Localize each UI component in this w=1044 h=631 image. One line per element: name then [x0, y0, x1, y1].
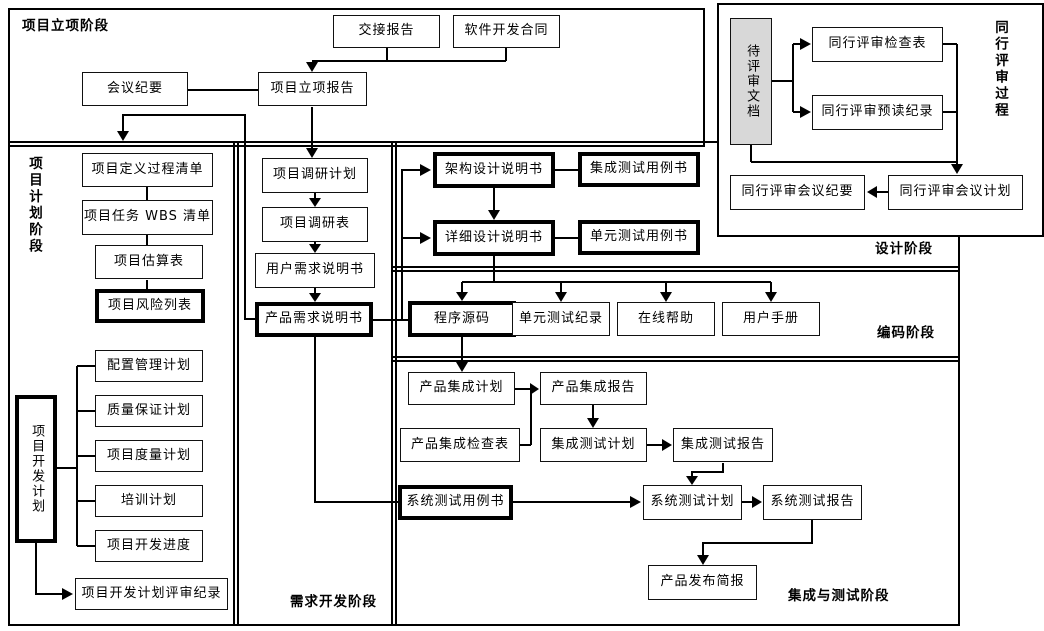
phase-label-peer-review: 同行评审过程: [992, 20, 1008, 119]
box-survey-plan: 项目调研计划: [262, 158, 368, 193]
box-peer-review-meeting-minutes: 同行评审会议纪要: [730, 175, 865, 210]
box-online-help: 在线帮助: [617, 302, 715, 336]
phase-label-initiation: 项目立项阶段: [22, 18, 109, 34]
box-release-brief: 产品发布简报: [648, 565, 757, 600]
box-integration-test-plan: 集成测试计划: [540, 428, 647, 462]
box-product-integration-plan: 产品集成计划: [408, 372, 515, 405]
box-detail-design-spec: 详细设计说明书: [433, 220, 555, 256]
box-risk-list: 项目风险列表: [95, 289, 205, 323]
box-meeting-minutes: 会议纪要: [82, 72, 188, 106]
box-system-test-plan: 系统测试计划: [643, 485, 742, 520]
box-peer-review-preread: 同行评审预读纪录: [812, 95, 943, 130]
box-survey-form: 项目调研表: [262, 207, 368, 242]
region-initiation-phase: [8, 8, 705, 147]
phase-label-integration: 集成与测试阶段: [788, 588, 890, 604]
box-dev-plan-review: 项目开发计划评审纪录: [75, 578, 228, 610]
initiation-connectors: [117, 48, 507, 320]
box-config-mgmt-plan: 配置管理计划: [95, 350, 203, 382]
box-training-plan: 培训计划: [95, 485, 203, 517]
box-doc-under-review: 待评审文档: [730, 18, 772, 145]
box-arch-design-spec: 架构设计说明书: [433, 152, 555, 188]
box-product-integration-checklist: 产品集成检查表: [400, 428, 520, 462]
box-unit-test-cases: 单元测试用例书: [578, 220, 700, 255]
box-product-integration-report: 产品集成报告: [540, 372, 647, 405]
box-peer-review-checklist: 同行评审检查表: [812, 27, 943, 62]
box-dev-schedule: 项目开发进度: [95, 530, 203, 562]
box-user-requirements: 用户需求说明书: [255, 253, 375, 288]
box-integration-test-cases: 集成测试用例书: [578, 152, 700, 187]
box-metrics-plan: 项目度量计划: [95, 440, 203, 472]
peer-review-connectors: [750, 38, 963, 198]
requirements-connectors: [309, 193, 408, 503]
box-source-code: 程序源码: [408, 301, 516, 337]
box-integration-test-report: 集成测试报告: [673, 428, 773, 462]
phase-label-requirements: 需求开发阶段: [290, 594, 377, 610]
region-planning-phase: [8, 141, 239, 626]
design-connectors: [401, 164, 777, 320]
phase-label-design: 设计阶段: [875, 241, 933, 257]
box-user-manual: 用户手册: [722, 302, 820, 336]
box-qa-plan: 质量保证计划: [95, 395, 203, 427]
box-dev-contract: 软件开发合同: [453, 15, 560, 48]
box-system-test-report: 系统测试报告: [763, 485, 862, 520]
region-coding-phase: [391, 266, 960, 362]
region-integration-phase: [391, 356, 960, 626]
box-handover-report: 交接报告: [333, 15, 440, 48]
box-system-test-cases: 系统测试用例书: [398, 485, 513, 520]
box-initiation-report: 项目立项报告: [258, 72, 367, 106]
box-unit-test-record: 单元测试纪录: [512, 302, 610, 336]
planning-connectors: [35, 187, 148, 600]
box-product-requirements: 产品需求说明书: [255, 302, 373, 337]
phase-label-coding: 编码阶段: [877, 325, 935, 341]
region-requirements-phase: [233, 141, 397, 626]
box-estimate-sheet: 项目估算表: [95, 245, 203, 279]
integration-connectors: [456, 337, 813, 565]
box-process-def-list: 项目定义过程清单: [82, 153, 213, 187]
phase-label-planning: 项目计划阶段: [26, 156, 42, 255]
box-dev-plan: 项目开发计划: [15, 395, 57, 543]
box-wbs-list: 项目任务 WBS 清单: [82, 200, 213, 235]
box-peer-review-meeting-plan: 同行评审会议计划: [888, 175, 1023, 210]
